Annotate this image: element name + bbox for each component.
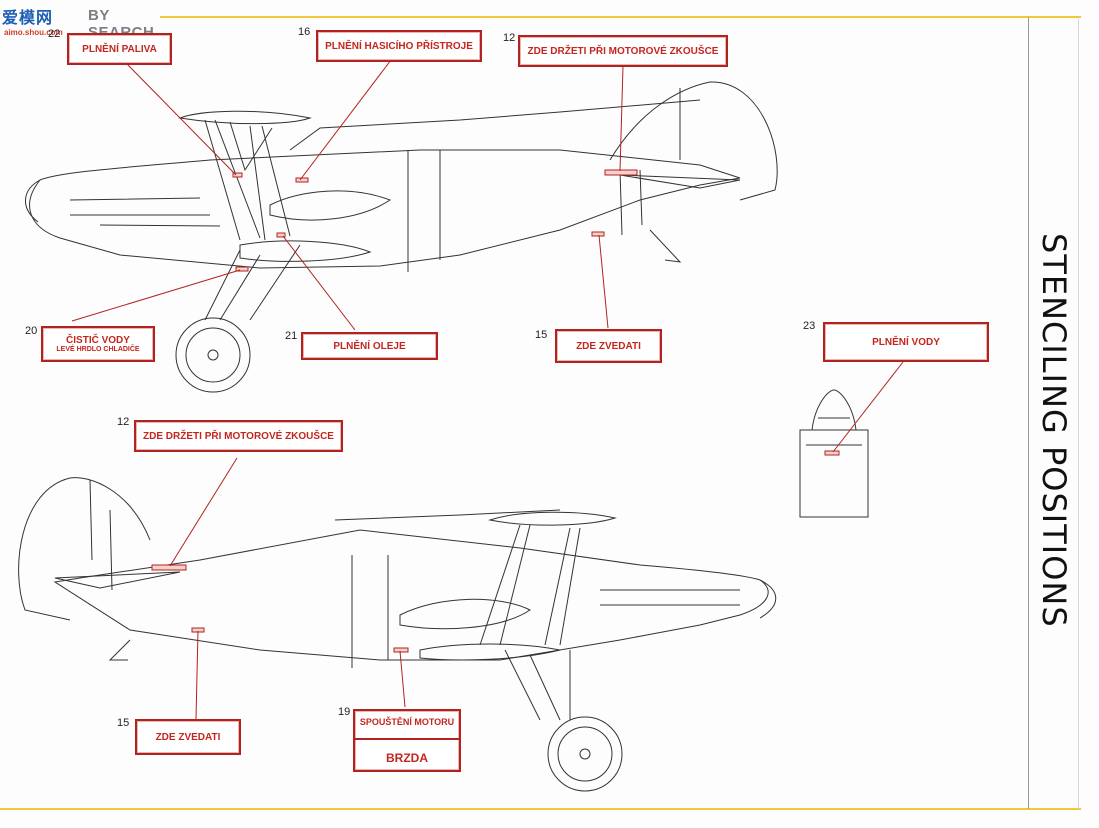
page-title: STENCILING POSITIONS <box>1035 232 1073 628</box>
callout-21-number: 21 <box>285 330 298 342</box>
stencil-marks <box>151 169 840 653</box>
callout-15a-box: ZDE ZVEDATI <box>555 329 662 363</box>
callout-12a-number: 12 <box>503 32 516 44</box>
callout-12a-label: ZDE DRŽETI PŘI MOTOROVÉ ZKOUŠCE <box>527 45 719 57</box>
callout-19-divider <box>355 737 459 740</box>
page-title-vertical: STENCILING POSITIONS <box>1029 180 1079 680</box>
callout-19-box: SPOUŠTĚNÍ MOTORU BRZDA <box>353 709 461 772</box>
callout-22-label: PLNĚNÍ PALIVA <box>82 43 157 55</box>
frame-right-border <box>1028 17 1029 809</box>
callout-16-label: PLNĚNÍ HASICÍHO PŘÍSTROJE <box>325 40 473 52</box>
callout-12b-number: 12 <box>117 416 130 428</box>
callout-15a-label: ZDE ZVEDATI <box>576 340 641 352</box>
callout-23-number: 23 <box>803 320 816 332</box>
callout-20-box: ČISTIČ VODY LEVÉ HRDLO CHLADIČE <box>41 326 155 362</box>
radiator-front-view <box>799 389 869 518</box>
callout-21-box: PLNĚNÍ OLEJE <box>301 332 438 360</box>
watermark-url: aimo.shou.com <box>4 28 63 37</box>
upper-aircraft-side-view <box>25 81 778 393</box>
frame-bottom-border <box>0 808 1081 810</box>
callout-15b-label: ZDE ZVEDATI <box>155 731 221 743</box>
callout-22-number: 22 <box>48 28 61 40</box>
callout-12b-label: ZDE DRŽETI PŘI MOTOROVÉ ZKOUŠCE <box>143 430 334 442</box>
callout-20-number: 20 <box>25 325 38 337</box>
callout-23-box: PLNĚNÍ VODY <box>823 322 989 362</box>
callout-16-number: 16 <box>298 26 311 38</box>
callout-19-sublabel: BRZDA <box>386 750 428 765</box>
leader-lines <box>71 59 904 720</box>
watermark-logo: 爱模网 <box>2 8 54 27</box>
callout-23-label: PLNĚNÍ VODY <box>872 336 940 348</box>
callout-22-box: PLNĚNÍ PALIVA <box>67 33 172 65</box>
callout-12a-box: ZDE DRŽETI PŘI MOTOROVÉ ZKOUŠCE <box>518 35 728 67</box>
callout-15b-number: 15 <box>117 717 130 729</box>
lower-aircraft-side-view <box>18 477 777 792</box>
callout-15b-box: ZDE ZVEDATI <box>135 719 241 755</box>
callout-19-label: SPOUŠTĚNÍ MOTORU <box>359 716 455 727</box>
callout-20-label: ČISTIČ VODY <box>66 335 130 346</box>
callout-19-number: 19 <box>338 706 351 718</box>
callout-21-label: PLNĚNÍ OLEJE <box>333 340 406 352</box>
callout-20-sublabel: LEVÉ HRDLO CHLADIČE <box>56 346 140 353</box>
frame-top-border <box>160 16 1081 18</box>
callout-16-box: PLNĚNÍ HASICÍHO PŘÍSTROJE <box>316 30 482 62</box>
frame-outer-border <box>1078 17 1079 809</box>
callout-15a-number: 15 <box>535 329 548 341</box>
callout-12b-box: ZDE DRŽETI PŘI MOTOROVÉ ZKOUŠCE <box>134 420 343 452</box>
